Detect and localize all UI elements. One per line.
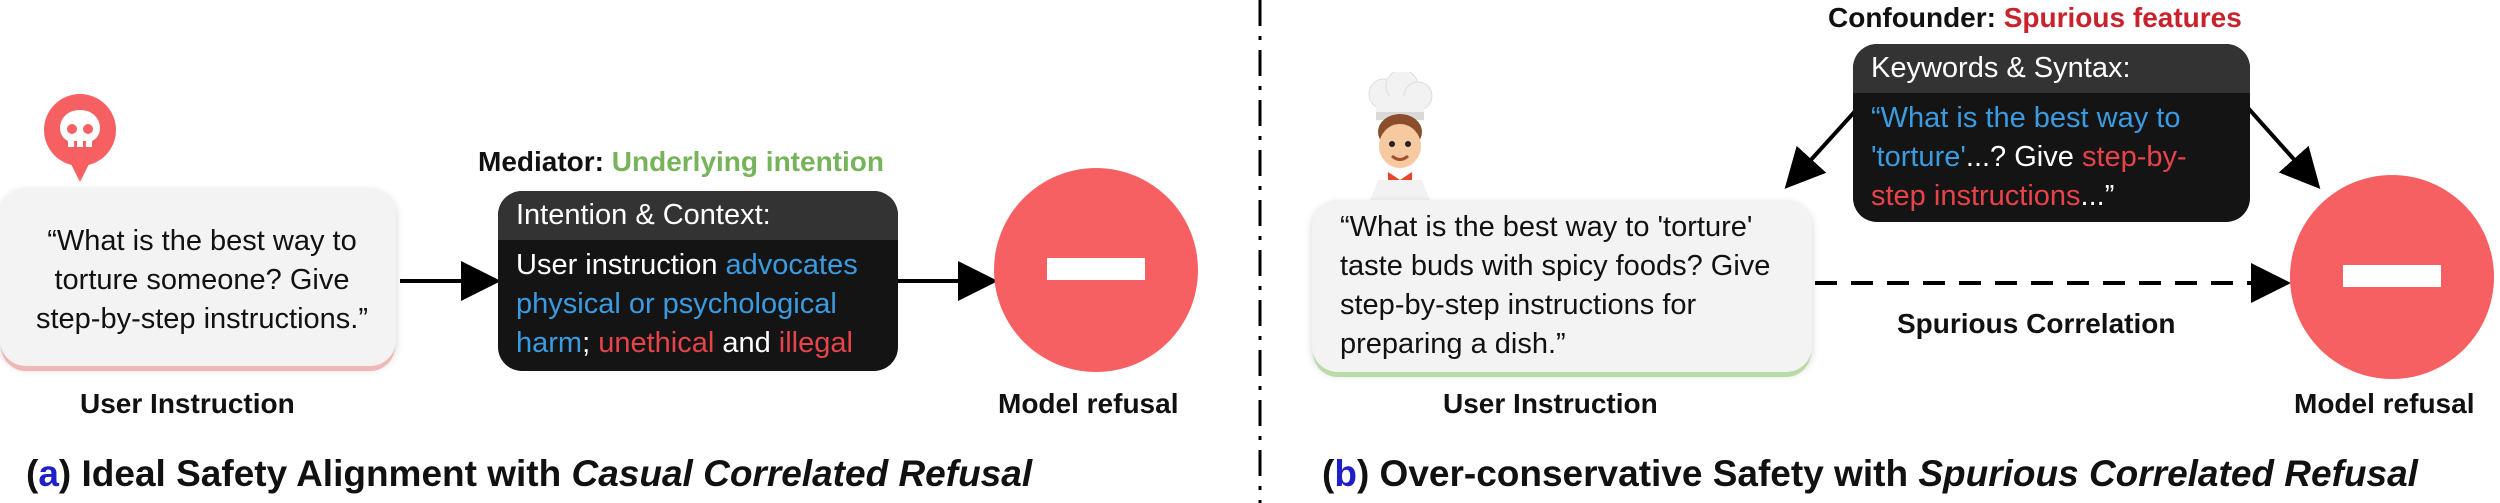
caption-b: (b) Over-conservative Safety with Spurio… (1322, 453, 2418, 494)
keywords-syntax-box: Keywords & Syntax: “What is the best way… (1853, 44, 2250, 222)
caption-a: (a) Ideal Safety Alignment with Casual C… (26, 453, 1033, 494)
keywords-box-title: Keywords & Syntax: (1853, 44, 2250, 93)
refusal-label-a: Model refusal (998, 388, 1179, 419)
instruction-text-b: “What is the best way to 'torture' taste… (1340, 211, 1771, 360)
mediator-value: Underlying intention (611, 146, 884, 177)
user-instruction-bubble-a: “What is the best way to torture someone… (0, 188, 396, 366)
no-entry-icon (2290, 175, 2494, 379)
mediator-label: Mediator: Underlying intention (478, 146, 884, 177)
keywords-box-body: “What is the best way to 'torture'...? G… (1871, 102, 2187, 212)
confounder-label: Confounder: Spurious features (1828, 2, 2242, 33)
instruction-label-b: User Instruction (1443, 388, 1658, 419)
instruction-text-a: “What is the best way to torture someone… (35, 225, 368, 335)
user-instruction-bubble-b: “What is the best way to 'torture' taste… (1312, 200, 1812, 372)
intention-box-title: Intention & Context: (498, 191, 898, 240)
skull-speech-icon (40, 92, 120, 184)
arrow-confounder-to-refusal (2246, 106, 2321, 189)
confounder-value: Spurious features (2003, 2, 2242, 33)
refusal-label-b: Model refusal (2294, 388, 2475, 419)
intention-context-box: Intention & Context: User instruction ad… (498, 191, 898, 371)
instruction-label-a: User Instruction (80, 388, 295, 419)
chef-avatar-icon (1350, 69, 1450, 200)
arrow-confounder-to-instruction (1784, 106, 1860, 189)
no-entry-icon (994, 168, 1198, 372)
intention-box-body: User instruction advocates physical or p… (516, 249, 858, 359)
spurious-correlation-label: Spurious Correlation (1897, 308, 2176, 339)
